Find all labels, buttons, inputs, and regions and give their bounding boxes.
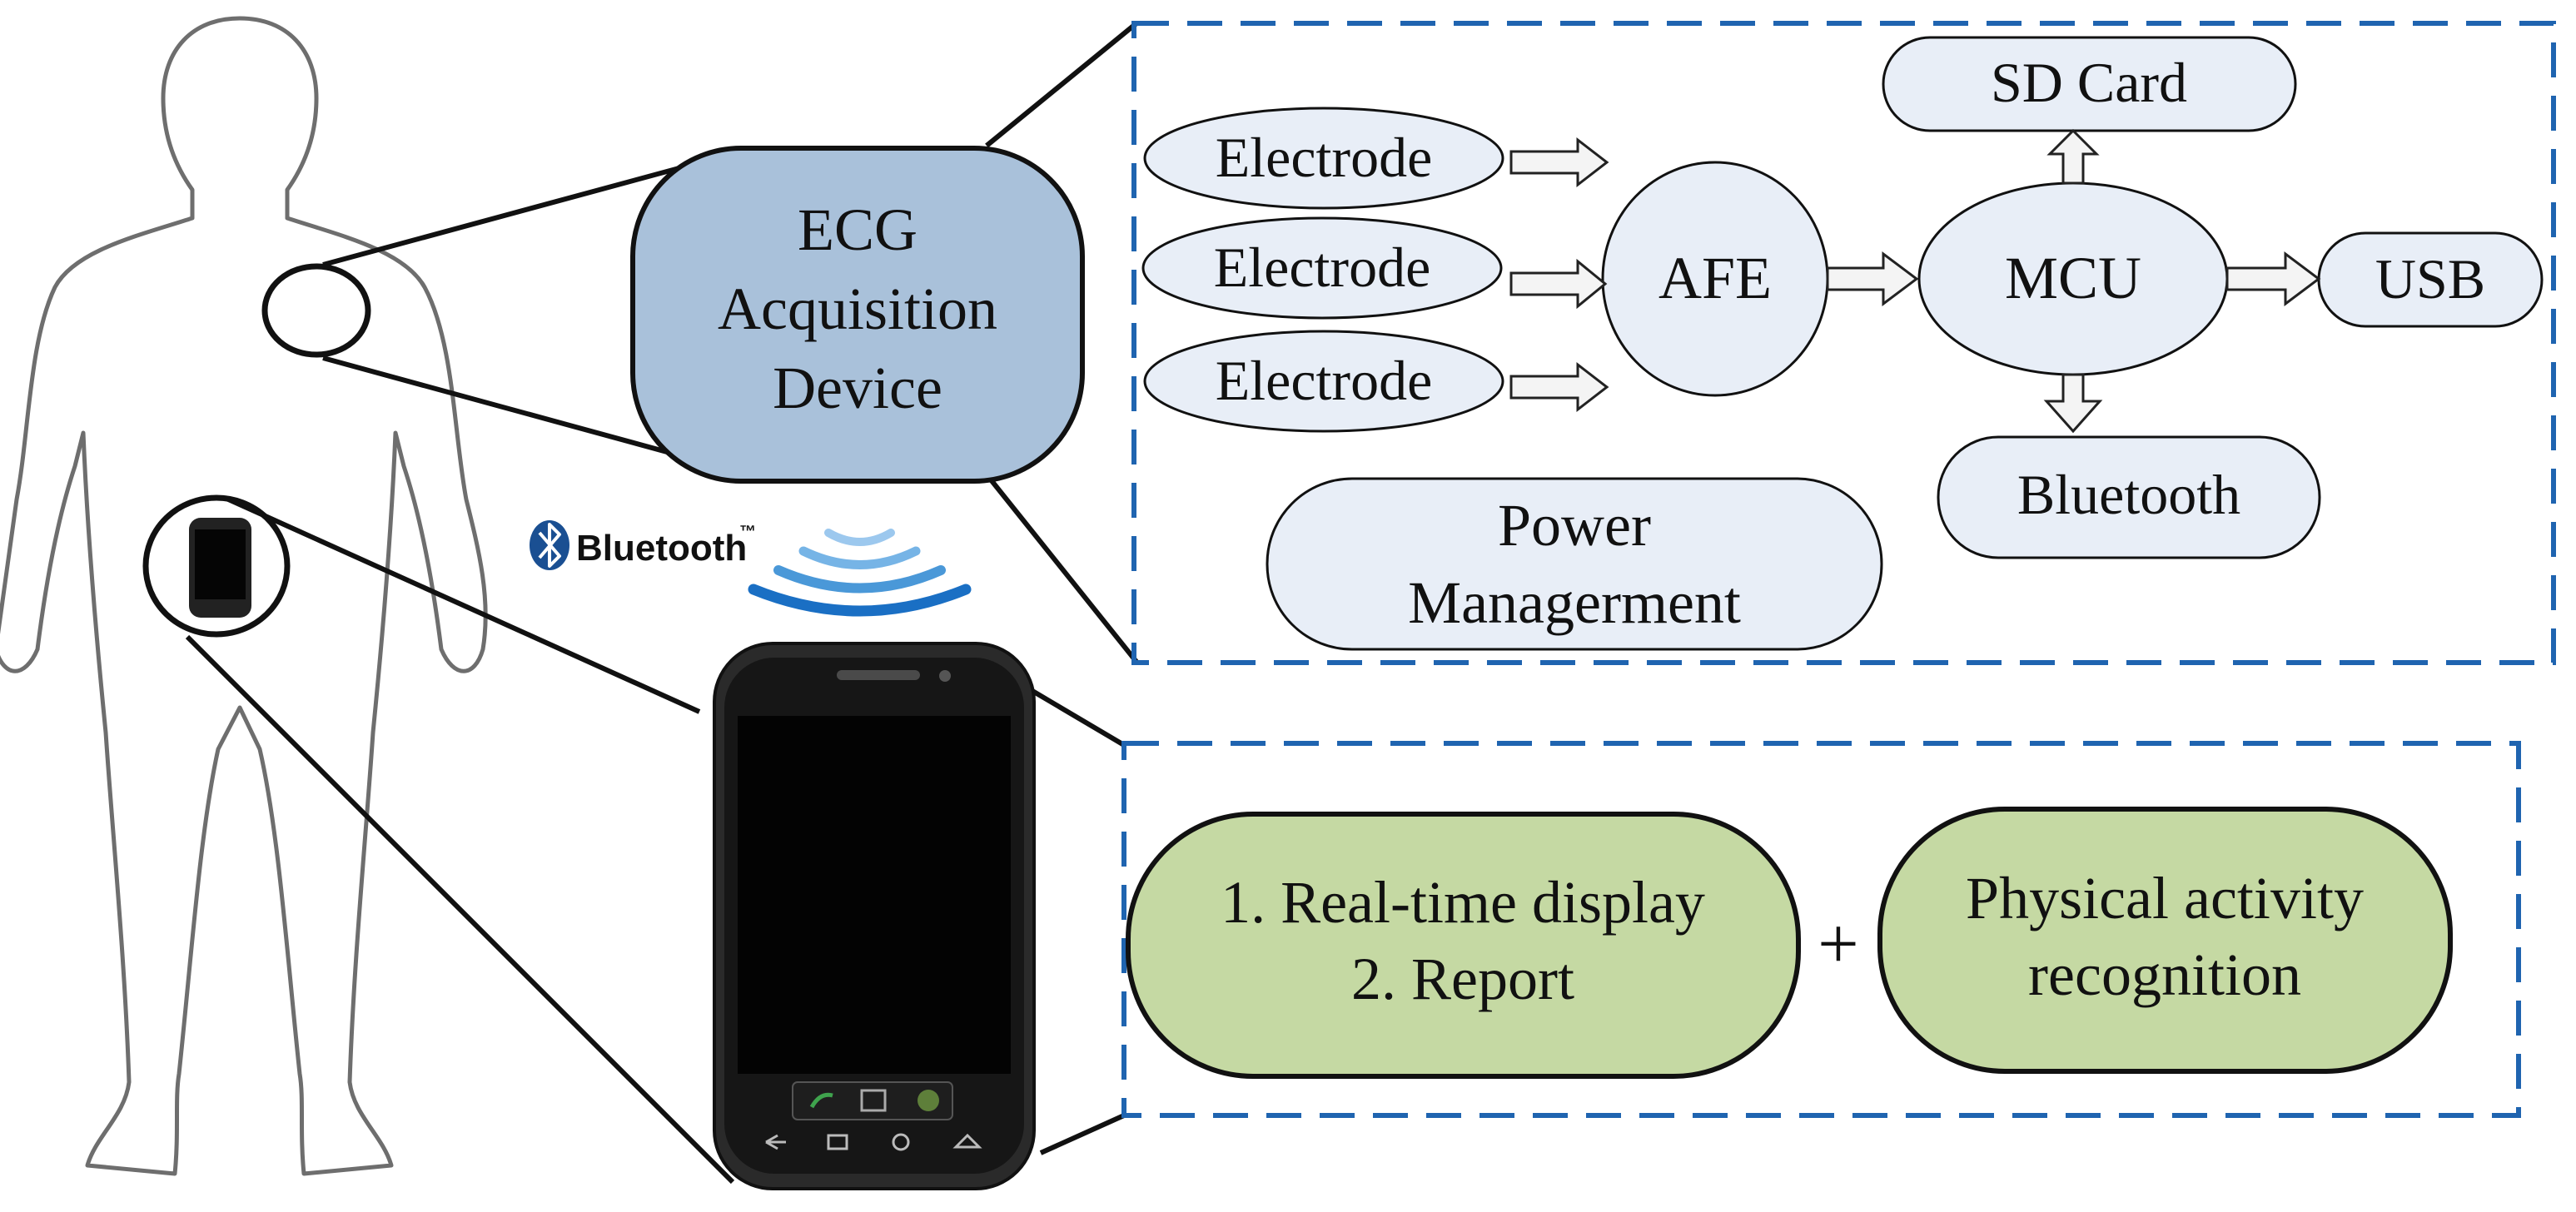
arrow-mcu-to-usb: [2225, 251, 2321, 306]
phone-back-icon: [765, 1134, 786, 1150]
device-line-1: ECG: [798, 196, 918, 263]
arrow-electrode-3-to-afe: [1509, 361, 1609, 413]
app-block-frame: [1121, 741, 2521, 1118]
electrode-2: Electrode: [1141, 216, 1503, 320]
hardware-block-frame: [1131, 21, 2556, 665]
usb-node: USB: [2317, 231, 2544, 328]
power-line-1: Power: [1498, 492, 1651, 559]
zoom-line-hw-top: [985, 21, 1138, 148]
zoom-line-device-top: [322, 156, 717, 267]
pocket-phone-highlight: [142, 494, 291, 638]
display-report-box: 1. Real-time display 2. Report: [1126, 812, 1801, 1079]
arrow-electrode-1-to-afe: [1509, 137, 1609, 188]
electrode-1-label: Electrode: [1216, 126, 1433, 189]
smartphone-icon: [713, 642, 1036, 1190]
activity-recognition-box: Physical activity recognition: [1877, 807, 2453, 1074]
phone-screen: [738, 716, 1011, 1074]
sd-card-node: SD Card: [1882, 36, 2297, 132]
arrow-mcu-to-bluetooth: [2043, 373, 2103, 434]
power-line-2: Managerment: [1408, 569, 1741, 636]
phone-dial-icon: [809, 1092, 833, 1109]
afe-node: AFE: [1601, 161, 1829, 397]
app-item-2: 2. Report: [1351, 946, 1574, 1012]
zoom-line-phone-bottom: [185, 634, 735, 1185]
bluetooth-logo-tm: ™: [739, 523, 756, 541]
activity-line-2: recognition: [2028, 941, 2301, 1008]
phone-speaker: [837, 670, 920, 680]
zoom-line-hw-bottom: [984, 473, 1139, 663]
zoom-line-app-bottom: [1039, 1113, 1126, 1155]
wireless-waves-icon: [748, 529, 972, 617]
small-phone-icon: [189, 518, 251, 618]
phone-apps-icon: [860, 1089, 887, 1112]
bluetooth-logo-text: Bluetooth: [576, 528, 747, 569]
power-management-node: Power Managerment: [1266, 477, 1883, 651]
ecg-device-box: [630, 146, 1085, 484]
phone-home-icon: [952, 1133, 982, 1149]
mcu-label: MCU: [2005, 245, 2141, 311]
bluetooth-module-label: Bluetooth: [2017, 463, 2240, 526]
device-line-2: Acquisition: [718, 276, 997, 342]
afe-label: AFE: [1658, 245, 1772, 311]
electrode-3-label: Electrode: [1216, 349, 1433, 412]
arrow-afe-to-mcu: [1826, 251, 1919, 306]
electrode-3: Electrode: [1143, 330, 1504, 433]
phone-dock-bar: [792, 1081, 953, 1120]
zoom-line-app-top: [1031, 688, 1126, 748]
bluetooth-logo-icon: Bluetooth ™: [530, 520, 756, 570]
zoom-line-phone-top: [223, 495, 701, 714]
phone-browser-icon: [918, 1090, 939, 1111]
phone-camera: [939, 670, 951, 682]
electrode-1: Electrode: [1143, 107, 1504, 210]
activity-line-1: Physical activity: [1966, 865, 2364, 931]
chest-sensor-highlight: [261, 263, 371, 358]
phone-menu-icon: [827, 1134, 848, 1150]
electrode-2-label: Electrode: [1214, 236, 1431, 299]
mcu-node: MCU: [1917, 181, 2229, 376]
arrow-electrode-2-to-afe: [1509, 258, 1608, 310]
phone-search-icon: [892, 1133, 910, 1151]
arrow-mcu-to-sd-card: [2046, 128, 2100, 185]
zoom-connector-lines: [185, 21, 1139, 1185]
sd-card-label: SD Card: [1991, 51, 2187, 114]
plus-sign: +: [1818, 904, 1859, 985]
bluetooth-module-node: Bluetooth: [1937, 435, 2321, 559]
device-line-3: Device: [773, 355, 942, 421]
usb-label: USB: [2375, 247, 2485, 310]
app-item-1: 1. Real-time display: [1221, 869, 1705, 936]
